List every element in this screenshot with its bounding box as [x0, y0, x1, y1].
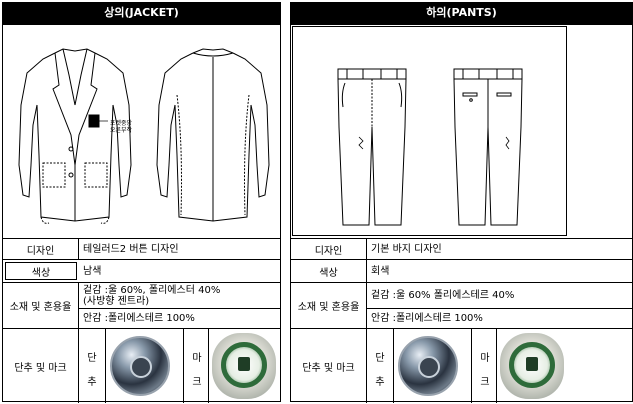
jacket-outer-value-2: (사방향 젠트라)	[83, 296, 150, 307]
jacket-color-label: 색상	[5, 262, 77, 280]
pants-drawing-box	[292, 26, 567, 236]
pants-back-drawing	[453, 68, 523, 226]
pants-color-label: 색상	[291, 260, 367, 282]
jacket-design-row: 디자인 테일러드2 버튼 디자인	[3, 239, 280, 260]
pants-lining-value: 안감 :폴리에스테르 100%	[371, 313, 483, 324]
pants-button-label: 단추 및 마크	[291, 329, 367, 403]
jacket-mark-center-icon	[238, 357, 250, 371]
jacket-header: 상의(JACKET)	[3, 3, 280, 25]
jacket-button-char-cell: 단 추	[79, 329, 106, 403]
jacket-button-emblem-icon	[130, 356, 152, 378]
jacket-material-row: 소재 및 혼용율 겉감 :울 60%, 폴리에스터 40% (사방향 젠트라) …	[3, 283, 280, 329]
pants-color-row: 색상 회색	[291, 260, 632, 283]
pants-button-char-cell: 단 추	[367, 329, 394, 403]
pants-front-drawing	[337, 68, 407, 226]
pants-button-char-2: 추	[375, 377, 385, 388]
jacket-button-row: 단추 및 마크 단 추 마 크	[3, 329, 280, 403]
pants-mark-char-cell: 마 크	[471, 329, 497, 403]
pants-button-row: 단추 및 마크 단 추 마 크	[291, 329, 632, 403]
pants-mark-emblem-icon	[509, 342, 555, 388]
jacket-material-label: 소재 및 혼용율	[3, 283, 79, 328]
pocket-note-line-1: 포켓중앙	[110, 120, 133, 127]
jacket-button-label: 단추 및 마크	[3, 329, 79, 403]
pants-mark-char-1: 마	[480, 353, 490, 364]
jacket-lining-value: 안감 :폴리에스테르 100%	[83, 313, 195, 324]
pants-material-label: 소재 및 혼용율	[291, 283, 367, 328]
jacket-design-label: 디자인	[3, 239, 79, 259]
jacket-outer-cell: 겉감 :울 60%, 폴리에스터 40% (사방향 젠트라)	[79, 283, 280, 309]
pants-mark-photo	[500, 333, 564, 399]
jacket-outer-value: 겉감 :울 60%, 폴리에스터 40%	[83, 285, 221, 296]
pants-mark-center-icon	[526, 357, 538, 371]
pants-header: 하의(PANTS)	[291, 3, 632, 25]
pants-design-label: 디자인	[291, 239, 367, 259]
pants-design-row: 디자인 기본 바지 디자인	[291, 239, 632, 260]
jacket-design-value: 테일러드2 버튼 디자인	[83, 243, 179, 255]
pants-color-value: 회색	[371, 265, 390, 277]
pants-drawing-area	[291, 25, 632, 239]
jacket-back-drawing	[156, 48, 270, 222]
pants-button-photo	[398, 336, 458, 396]
pants-design-value: 기본 바지 디자인	[371, 243, 442, 255]
jacket-color-value: 남색	[83, 265, 102, 277]
pocket-note: 포켓중앙 오른부착	[110, 120, 132, 134]
jacket-mark-char-2: 크	[192, 377, 202, 388]
jacket-mark-emblem-icon	[221, 342, 267, 388]
pants-button-char-1: 단	[375, 353, 385, 364]
jacket-mark-photo	[212, 333, 276, 399]
jacket-mark-char-1: 마	[192, 353, 202, 364]
pocket-note-line-2: 오른부착	[110, 127, 133, 134]
jacket-button-char-1: 단	[87, 353, 97, 364]
pants-outer-value: 겉감 :울 60% 폴리에스테르 40%	[367, 283, 632, 309]
pants-panel: 하의(PANTS)	[290, 2, 633, 403]
jacket-button-char-2: 추	[87, 377, 97, 388]
jacket-front-drawing	[18, 48, 132, 224]
pants-mark-char-2: 크	[480, 377, 490, 388]
jacket-mark-char-cell: 마 크	[183, 329, 209, 403]
pants-button-emblem-icon	[418, 356, 440, 378]
jacket-drawing-area: 포켓중앙 오른부착	[3, 25, 280, 239]
jacket-panel: 상의(JACKET)	[2, 2, 281, 403]
pants-material-row: 소재 및 혼용율 겉감 :울 60% 폴리에스테르 40% 안감 :폴리에스테르…	[291, 283, 632, 329]
jacket-color-row: 색상 남색	[3, 260, 280, 283]
jacket-button-photo	[110, 336, 170, 396]
